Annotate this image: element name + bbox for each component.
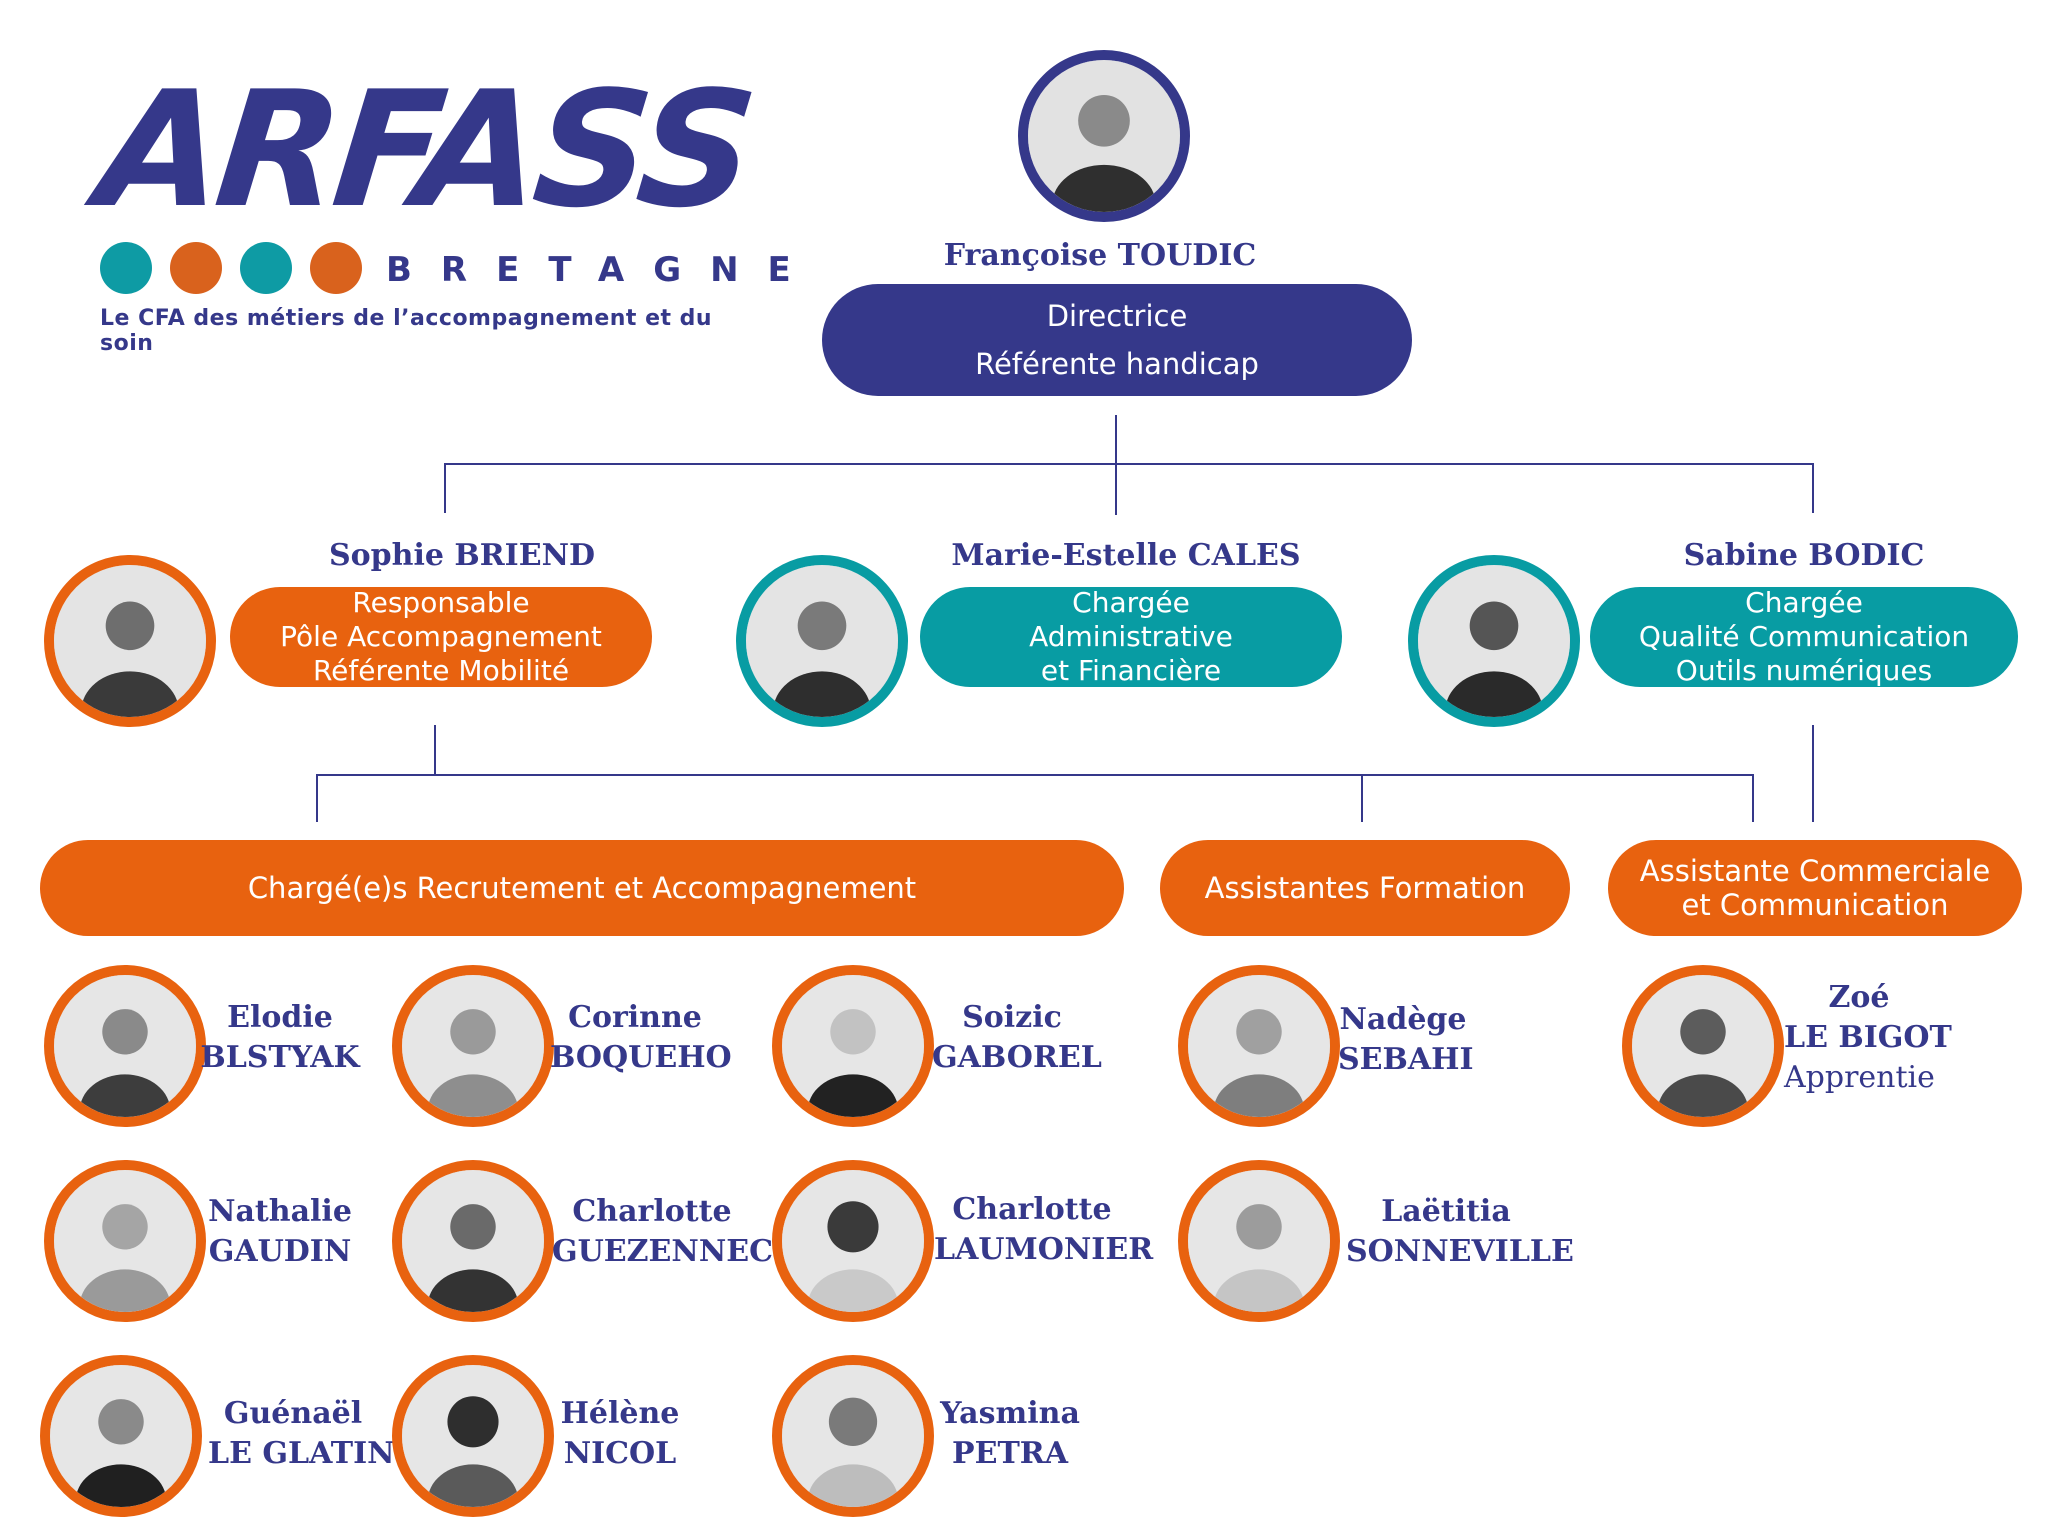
manager-role-pill-cales: Chargée Administrative et Financière [920,586,1342,687]
manager-name-cales: Marie-Estelle CALES [951,538,1301,573]
logo-dot-4 [310,242,362,294]
member-photo [40,1355,202,1517]
member-photo [772,1355,934,1517]
connector-team2 [1361,774,1363,822]
member-photo [392,1355,554,1517]
member-name: Charlotte LAUMONIER [934,1192,1154,1267]
manager-name-bodic: Sabine BODIC [1683,538,1925,573]
member-name: Nadège SEBAHI [1338,1002,1474,1077]
member-photo [392,965,554,1127]
member-photo [44,1160,206,1322]
role-line: et Financière [1040,654,1222,687]
logo-dot-2 [170,242,222,294]
connector-level1-bar [444,463,1814,465]
logo-tagline: Le CFA des métiers de l’accompagnement e… [100,306,713,356]
team-label: Chargé(e)s Recrutement et Accompagnement [247,871,917,905]
connector-bodic [1812,463,1814,513]
arfass-logo: ARFASS BRETAGNE Le CFA des métiers de l’… [0,0,791,356]
manager-photo-bodic [1408,555,1580,727]
member-name: Guénaël LE GLATIN [208,1396,395,1471]
connector-briend-down [434,725,436,775]
logo-wordmark: ARFASS [90,56,759,243]
team-pill-commerciale: Assistante Commerciale et Communication [1608,840,2022,936]
logo-dot-1 [100,242,152,294]
member-photo [392,1160,554,1322]
role-line: Responsable [352,586,530,619]
manager-photo-briend [44,555,216,727]
role-line: Administrative [1029,620,1233,653]
director-photo [1018,50,1190,222]
team-pill-formation: Assistantes Formation [1160,840,1570,936]
member-photo [1178,1160,1340,1322]
member-photo [772,965,934,1127]
member-photo [1178,965,1340,1127]
connector-briend [444,463,446,513]
manager-role-pill-bodic: Chargée Qualité Communication Outils num… [1590,586,2018,687]
role-line: Qualité Communication [1638,620,1970,653]
director-role-1: Directrice [1046,299,1188,333]
role-line: Chargée [1745,586,1863,619]
team-pill-recrutement: Chargé(e)s Recrutement et Accompagnement [40,840,1124,936]
team-label-line: et Communication [1681,888,1949,922]
member-name: Laëtitia SONNEVILLE [1346,1194,1574,1269]
member-name: Elodie BLSTYAK [200,1000,360,1075]
connector-team1 [316,774,318,822]
logo-region: BRETAGNE [386,250,820,290]
connector-bodic-down [1812,725,1814,822]
director-role-2: Référente handicap [975,347,1259,381]
member-name: Nathalie GAUDIN [208,1194,352,1269]
manager-name-briend: Sophie BRIEND [328,538,595,573]
member-name: Soizic GABOREL [932,1000,1102,1075]
member-photo [772,1160,934,1322]
logo-dot-3 [240,242,292,294]
member-name: Corinne BOQUEHO [550,1000,732,1075]
team-label-line: Assistante Commerciale [1639,854,1991,888]
manager-photo-cales [736,555,908,727]
member-name: Charlotte GUEZENNEC [552,1194,774,1269]
role-line: Référente Mobilité [312,654,570,687]
team-label: Assistantes Formation [1204,871,1526,905]
manager-role-pill-briend: Responsable Pôle Accompagnement Référent… [230,586,652,687]
role-line: Outils numériques [1675,654,1933,687]
connector-level2-bar [316,774,1754,776]
director-name: Françoise TOUDIC [943,238,1257,273]
connector-director-down [1115,415,1117,515]
connector-team3 [1752,774,1754,822]
member-name: Hélène NICOL [560,1396,680,1471]
director-role-pill: Directrice Référente handicap [822,284,1412,396]
member-name: Zoé LE BIGOT Apprentie [1784,980,1952,1095]
member-photo [44,965,206,1127]
role-line: Chargée [1072,586,1190,619]
member-name: Yasmina PETRA [940,1396,1080,1471]
role-line: Pôle Accompagnement [280,620,602,653]
member-photo [1622,965,1784,1127]
